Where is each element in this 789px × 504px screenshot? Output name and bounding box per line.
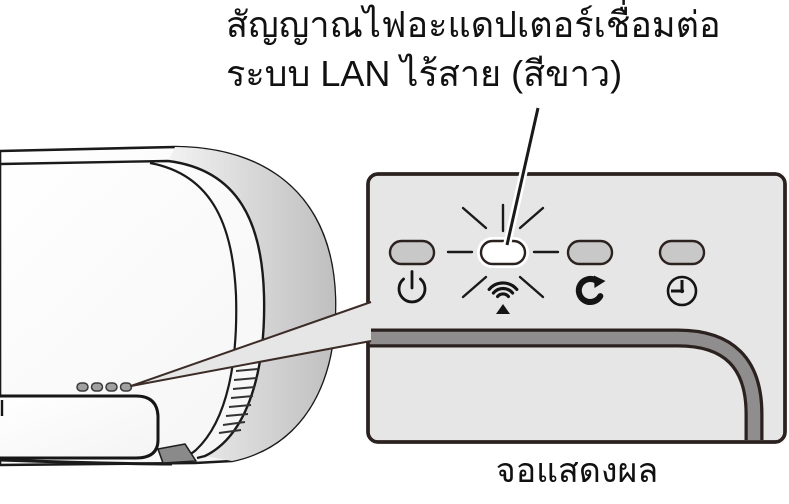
blink-ray xyxy=(518,275,545,299)
callout-line xyxy=(503,107,542,246)
unit-end-cap xyxy=(168,147,336,461)
panel-surface xyxy=(366,172,787,444)
blink-rays xyxy=(446,203,560,299)
display-dot xyxy=(90,382,104,392)
wifi-icon xyxy=(487,281,519,314)
power-icon xyxy=(397,270,427,304)
unit-front-flap xyxy=(0,394,160,460)
timer-lamp xyxy=(658,239,706,266)
display-panel-zoom xyxy=(366,172,787,444)
lamp-row xyxy=(388,237,706,268)
wifi-lamp xyxy=(479,239,527,266)
wifi-pointer xyxy=(496,304,510,314)
econo-c-icon xyxy=(575,275,606,305)
display-dot xyxy=(105,382,118,392)
caption-line-1: สัญญาณไฟอะแดปเตอร์เชื่อมต่อ xyxy=(226,4,721,45)
indoor-unit-illustration xyxy=(0,145,337,467)
econo-lamp xyxy=(566,239,614,266)
blink-ray xyxy=(461,206,488,230)
caption-line-2: ระบบ LAN ไร้สาย (สีขาว) xyxy=(226,53,623,94)
unit-inner-curve-outer xyxy=(0,159,266,460)
power-lamp xyxy=(388,239,436,266)
unit-shadow-wedge xyxy=(157,443,197,464)
caption-wireless-lan-lamp: สัญญาณไฟอะแดปเตอร์เชื่อมต่อ ระบบ LAN ไร้… xyxy=(226,0,789,98)
blink-ray xyxy=(518,206,545,230)
display-dot xyxy=(76,382,89,392)
clock-icon xyxy=(666,275,698,307)
callout-wedge xyxy=(130,301,372,387)
caption-display-label: จอแสดงผล xyxy=(495,452,659,490)
blink-ray xyxy=(461,275,488,299)
display-dots xyxy=(76,382,133,392)
unit-bottom-edge xyxy=(0,458,173,466)
display-dot xyxy=(119,382,133,392)
panel-edge-stripe xyxy=(368,331,761,440)
